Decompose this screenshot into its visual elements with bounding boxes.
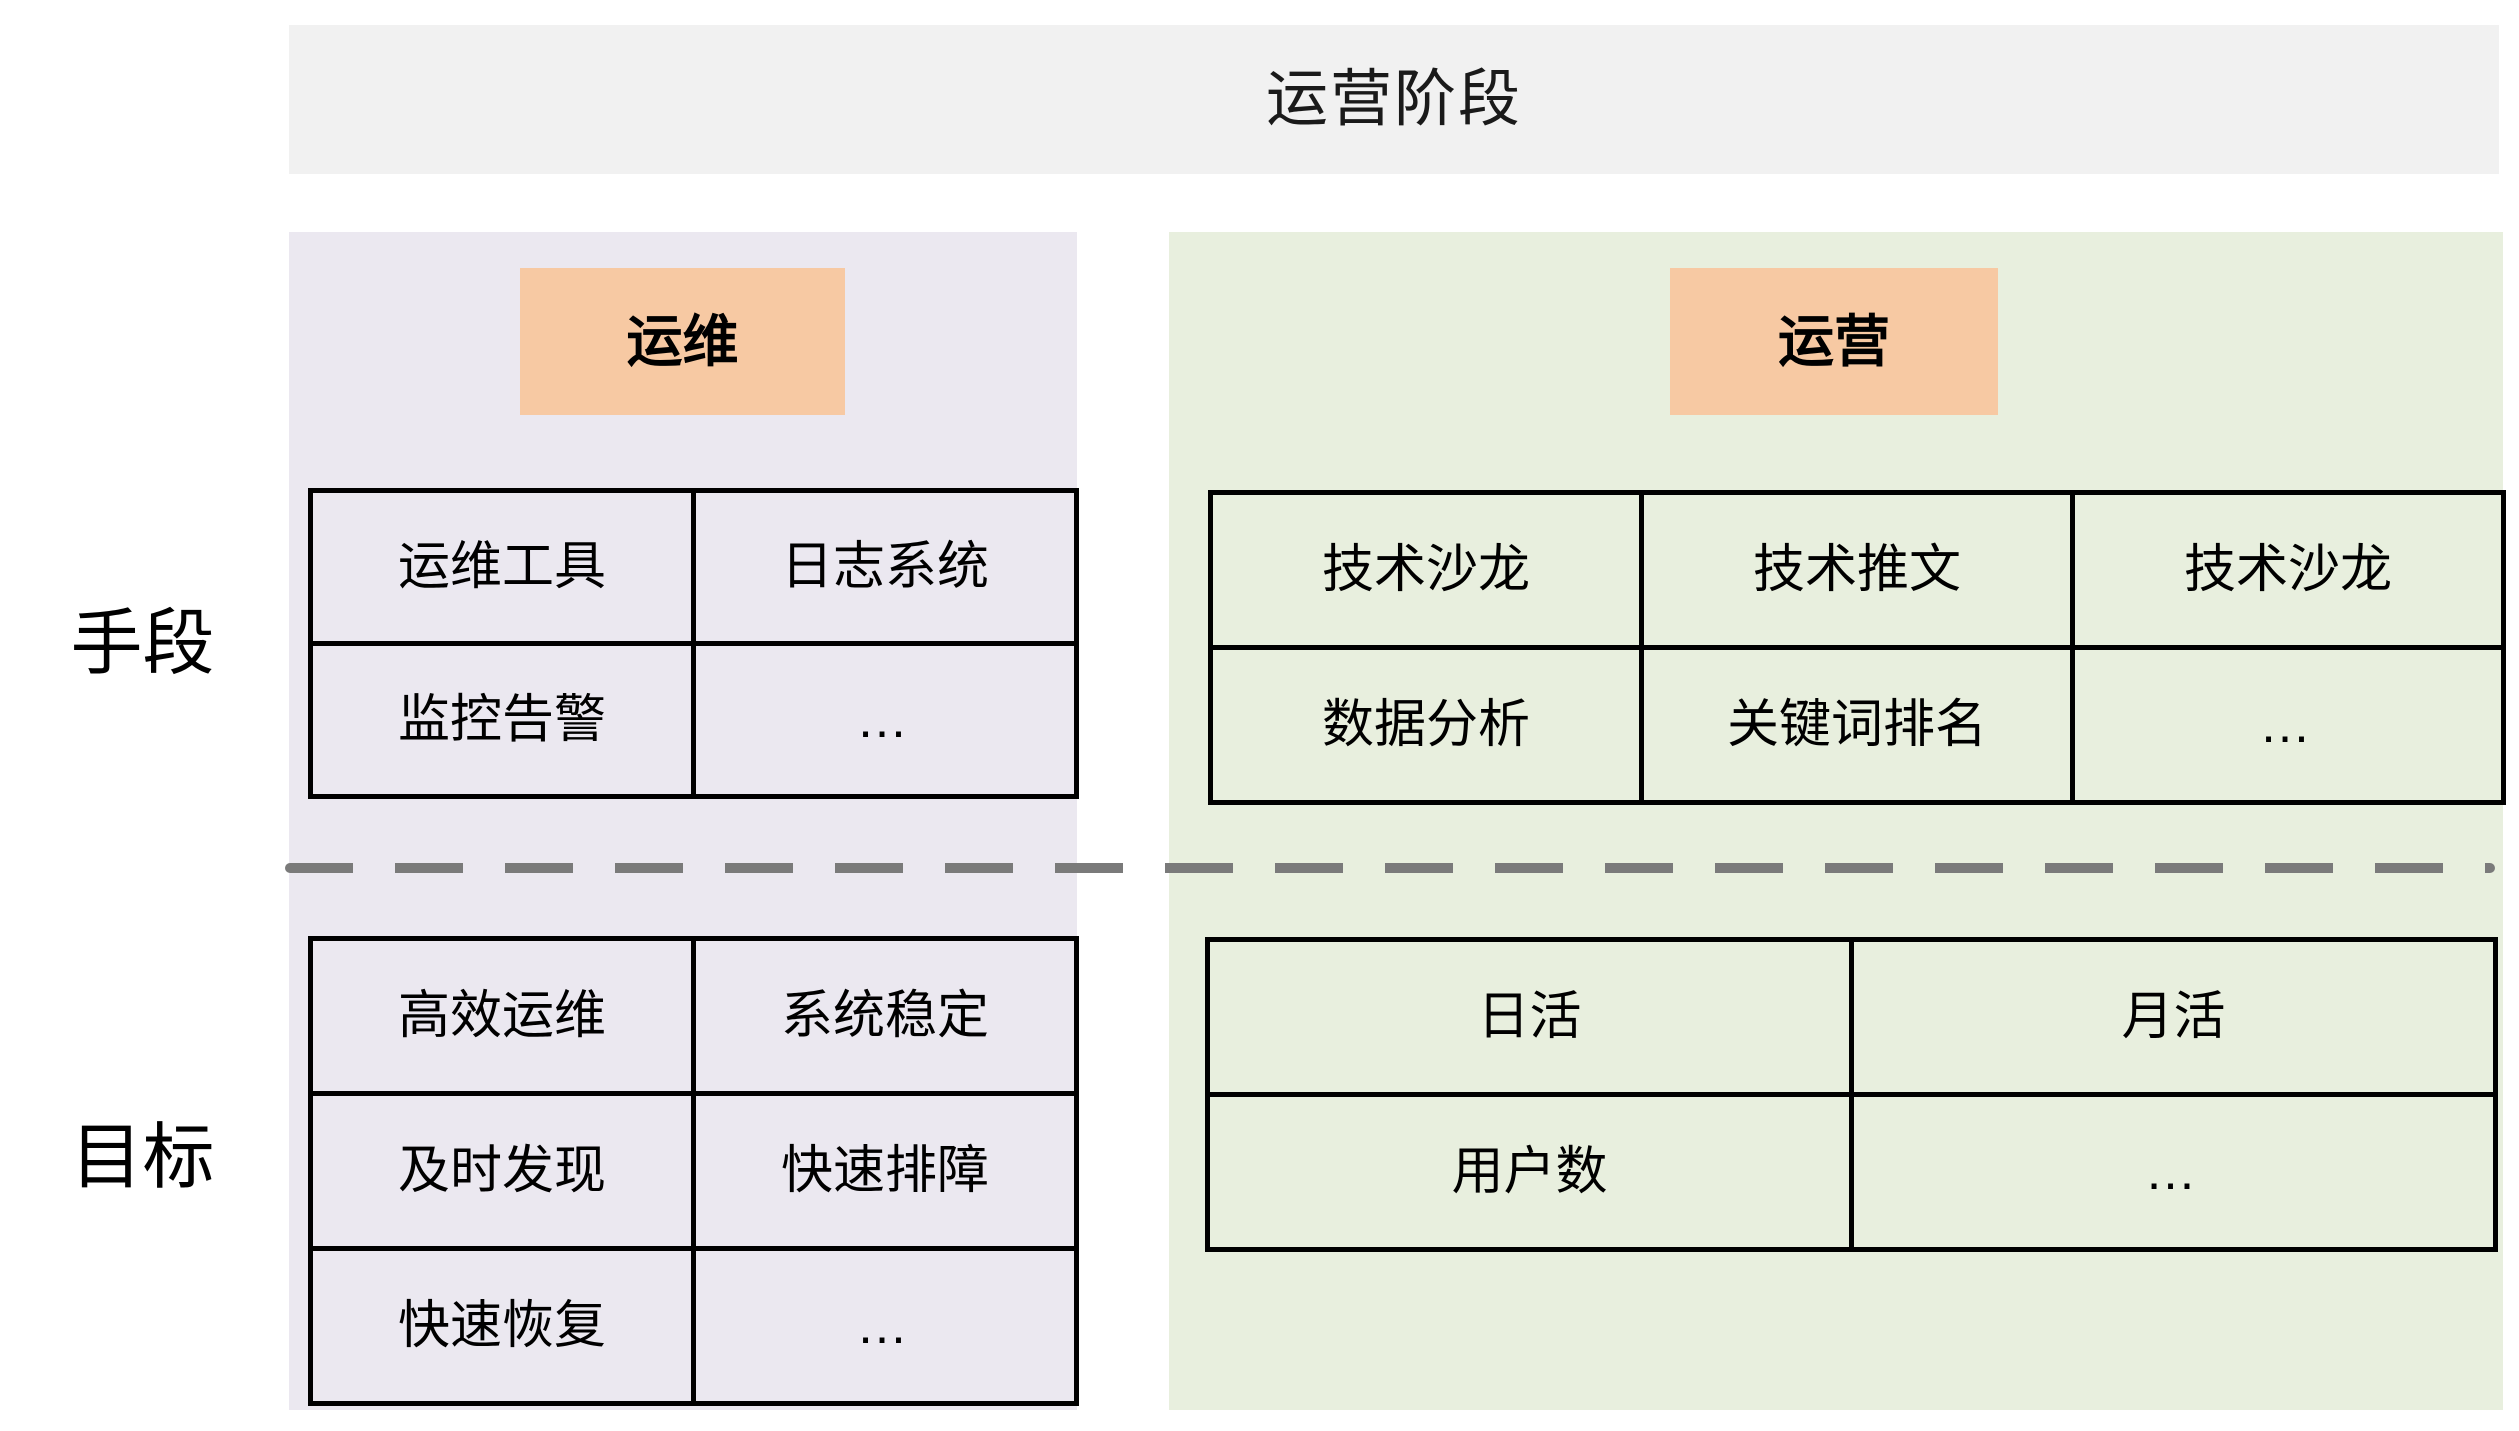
- table-cell[interactable]: 系统稳定: [691, 936, 1079, 1096]
- table-row: 技术沙龙 技术推文 技术沙龙: [1208, 490, 2506, 650]
- table-cell-ellipsis[interactable]: …: [2070, 645, 2506, 805]
- table-cell[interactable]: 运维工具: [308, 488, 696, 646]
- table-cell[interactable]: 关键词排名: [1639, 645, 2075, 805]
- goals-table-ops-maint: 高效运维 系统稳定 及时发现 快速排障 快速恢复 …: [308, 936, 1079, 1406]
- table-cell[interactable]: 高效运维: [308, 936, 696, 1096]
- panel-operations: 运营 技术沙龙 技术推文 技术沙龙 数据分析 关键词排名 … 日活 月活 用户数…: [1169, 232, 2506, 1410]
- table-cell[interactable]: 用户数: [1205, 1092, 1854, 1252]
- table-row: 用户数 …: [1205, 1092, 2498, 1252]
- table-cell[interactable]: 监控告警: [308, 641, 696, 799]
- table-cell-ellipsis[interactable]: …: [1849, 1092, 2498, 1252]
- table-row: 快速恢复 …: [308, 1246, 1079, 1406]
- table-cell[interactable]: 快速恢复: [308, 1246, 696, 1406]
- section-divider: [285, 863, 2495, 873]
- means-table-operations: 技术沙龙 技术推文 技术沙龙 数据分析 关键词排名 …: [1208, 490, 2506, 805]
- table-row: 运维工具 日志系统: [308, 488, 1079, 646]
- panel-ops-maint: 运维 运维工具 日志系统 监控告警 … 高效运维 系统稳定 及时发现 快速排障: [289, 232, 1079, 1410]
- table-cell[interactable]: 快速排障: [691, 1091, 1079, 1251]
- table-cell[interactable]: 日志系统: [691, 488, 1079, 646]
- table-row: 高效运维 系统稳定: [308, 936, 1079, 1096]
- page-title: 运营阶段: [1265, 64, 1522, 134]
- table-row: 监控告警 …: [308, 641, 1079, 799]
- row-label-means: 手段: [70, 604, 215, 684]
- table-cell[interactable]: 数据分析: [1208, 645, 1644, 805]
- table-cell[interactable]: 技术沙龙: [1208, 490, 1644, 650]
- table-cell[interactable]: 技术推文: [1639, 490, 2075, 650]
- table-row: 日活 月活: [1205, 937, 2498, 1097]
- table-cell-ellipsis[interactable]: …: [691, 641, 1079, 799]
- category-chip-ops-maint[interactable]: 运维: [520, 268, 845, 415]
- header-banner: 运营阶段: [289, 25, 2499, 174]
- table-cell-ellipsis[interactable]: …: [691, 1246, 1079, 1406]
- means-table-ops-maint: 运维工具 日志系统 监控告警 …: [308, 488, 1079, 799]
- goals-table-operations: 日活 月活 用户数 …: [1205, 937, 2498, 1252]
- row-label-goals: 目标: [70, 1118, 215, 1198]
- table-row: 及时发现 快速排障: [308, 1091, 1079, 1251]
- table-row: 数据分析 关键词排名 …: [1208, 645, 2506, 805]
- table-cell[interactable]: 月活: [1849, 937, 2498, 1097]
- category-chip-operations[interactable]: 运营: [1670, 268, 1998, 415]
- table-cell[interactable]: 及时发现: [308, 1091, 696, 1251]
- table-cell[interactable]: 日活: [1205, 937, 1854, 1097]
- table-cell[interactable]: 技术沙龙: [2070, 490, 2506, 650]
